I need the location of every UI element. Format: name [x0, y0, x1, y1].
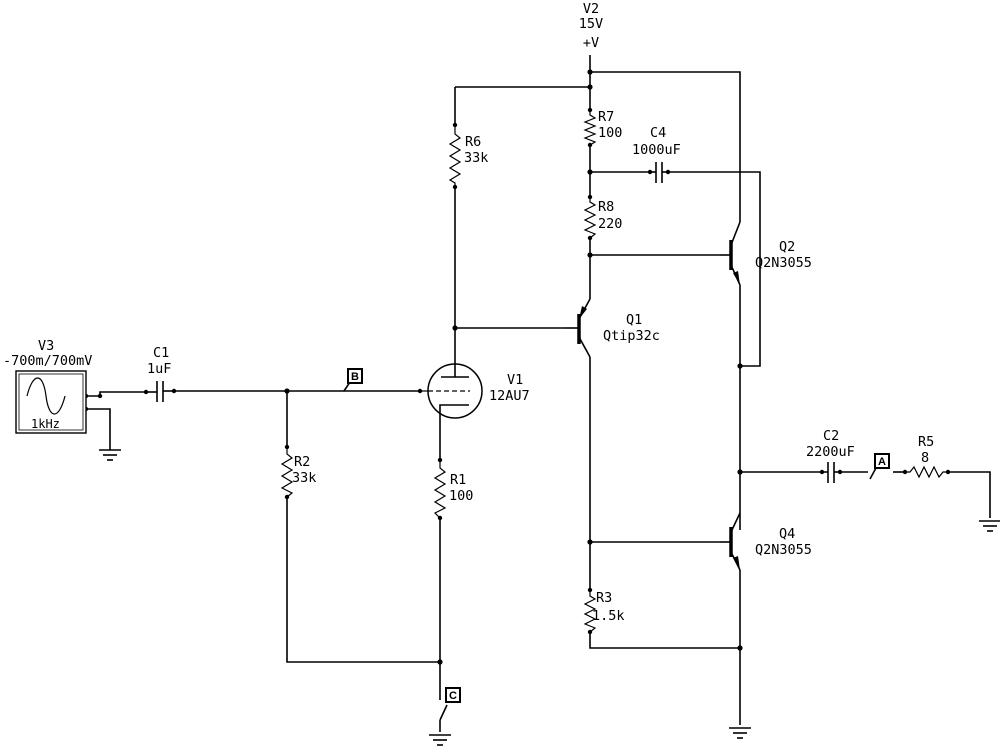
capacitor-c2: C2 2200uF	[806, 428, 855, 483]
r5-value: 8	[921, 450, 929, 466]
c2-value: 2200uF	[806, 444, 855, 460]
ground-icon	[979, 520, 1000, 532]
tube-cathode	[439, 404, 469, 423]
q4-value: Q2N3055	[755, 542, 812, 558]
transistor-q2: Q2 Q2N3055	[720, 221, 812, 286]
ground-symbols	[99, 449, 1000, 746]
probe-b[interactable]: B	[343, 368, 363, 392]
q2-value: Q2N3055	[755, 255, 812, 271]
r1-value: 100	[449, 488, 473, 504]
capacitor-c1: C1 1uF	[146, 345, 174, 402]
capacitor-c4: C4 1000uF	[632, 125, 681, 183]
r7-value: 100	[598, 125, 622, 141]
r3-value: 1.5k	[592, 608, 625, 624]
resistor-r6: R6 33k	[448, 125, 488, 187]
probe-b-label: B	[351, 371, 359, 383]
ground-icon	[429, 734, 451, 746]
v2-pin-label: +V	[583, 35, 599, 51]
r7-name: R7	[598, 109, 614, 125]
probe-c-label: C	[449, 690, 457, 702]
resistor-r1: R1 100	[433, 460, 473, 519]
sine-wave-icon	[26, 377, 66, 415]
junction-dots	[83, 69, 951, 665]
q1-name: Q1	[626, 312, 642, 328]
resistor-r7: R7 100	[583, 109, 622, 146]
v3-frequency: 1kHz	[31, 417, 60, 431]
c2-name: C2	[823, 428, 839, 444]
emitter-arrow-icon	[733, 556, 740, 570]
r5-name: R5	[918, 434, 934, 450]
r2-value: 33k	[292, 470, 316, 486]
r2-name: R2	[294, 454, 310, 470]
probe-a[interactable]: A	[869, 453, 890, 480]
v2-name: V2	[583, 1, 599, 17]
v2-supply: V2 15V +V	[579, 1, 603, 51]
transistor-q1: Q1 Qtip32c	[565, 298, 660, 358]
r8-value: 220	[598, 216, 622, 232]
probe-c[interactable]: C	[439, 687, 461, 721]
r6-name: R6	[465, 134, 481, 150]
ground-icon	[729, 727, 751, 739]
q4-name: Q4	[779, 526, 795, 542]
resistor-r5: R5 8	[905, 434, 948, 479]
emitter-arrow-icon	[579, 306, 587, 319]
v2-value: 15V	[579, 16, 603, 32]
vacuum-tube-v1: V1 12AU7	[417, 363, 530, 423]
transistor-q4: Q4 Q2N3055	[720, 512, 812, 571]
v3-value: -700m/700mV	[3, 353, 92, 369]
c4-name: C4	[650, 125, 666, 141]
emitter-arrow-icon	[733, 271, 740, 285]
resistor-r8: R8 220	[583, 197, 622, 239]
resistor-r3: R3 1.5k	[583, 590, 625, 633]
v1-name: V1	[507, 372, 523, 388]
wires	[86, 55, 991, 732]
v3-name: V3	[38, 338, 54, 354]
v1-value: 12AU7	[489, 388, 530, 404]
q2-name: Q2	[779, 239, 795, 255]
resistor-r2: R2 33k	[280, 447, 316, 498]
q1-value: Qtip32c	[603, 328, 660, 344]
c4-value: 1000uF	[632, 142, 681, 158]
probe-a-label: A	[878, 456, 886, 468]
c1-name: C1	[153, 345, 169, 361]
c1-value: 1uF	[147, 361, 171, 377]
ground-icon	[99, 449, 121, 461]
r3-name: R3	[596, 590, 612, 606]
r1-name: R1	[450, 472, 466, 488]
v3-signal-source: V3 -700m/700mV 1kHz	[3, 338, 92, 434]
r8-name: R8	[598, 199, 614, 215]
r6-value: 33k	[464, 150, 488, 166]
